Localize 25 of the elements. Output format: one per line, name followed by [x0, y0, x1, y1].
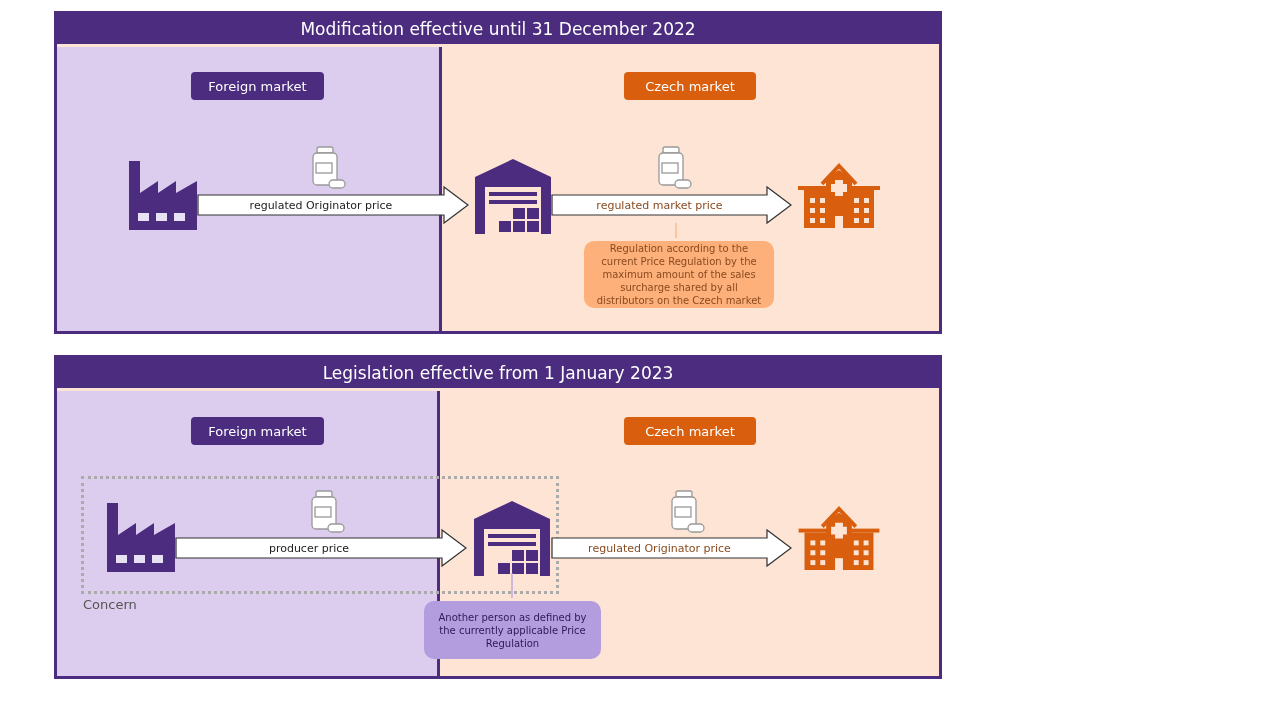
- block-arrow: [551, 528, 792, 568]
- edge-label: regulated Originator price: [588, 541, 731, 555]
- callout-box: Another person as defined by the currently applicable Price Regulation: [424, 601, 601, 659]
- leader-line: [675, 222, 677, 239]
- callout-box: Regulation according to the current Price Regulation by the maximum amount of the sales surcharge shared by all distributors on the Czech market: [584, 241, 774, 308]
- block-arrow: [175, 528, 467, 568]
- leader-line: [511, 572, 513, 599]
- warehouse-icon: [475, 159, 551, 234]
- market-tag: Foreign market: [191, 417, 324, 445]
- edge-label: producer price: [268, 541, 350, 555]
- panel: [54, 11, 942, 334]
- market-tag: Czech market: [624, 72, 756, 100]
- factory-icon: [129, 161, 197, 230]
- warehouse-icon: [473, 501, 551, 576]
- block-arrow: [551, 185, 792, 225]
- panel: [54, 355, 942, 679]
- factory-icon: [107, 503, 175, 572]
- market-tag: Foreign market: [191, 72, 324, 100]
- edge-label: regulated Originator price: [249, 198, 393, 212]
- panel-title: Modification effective until 31 December 2022: [57, 14, 939, 44]
- block-arrow: [197, 185, 469, 225]
- market-tag: Czech market: [624, 417, 756, 445]
- group-label: Concern: [83, 597, 137, 612]
- panel-title: Legislation effective from 1 January 2023: [57, 358, 939, 388]
- edge-label: regulated market price: [596, 198, 723, 212]
